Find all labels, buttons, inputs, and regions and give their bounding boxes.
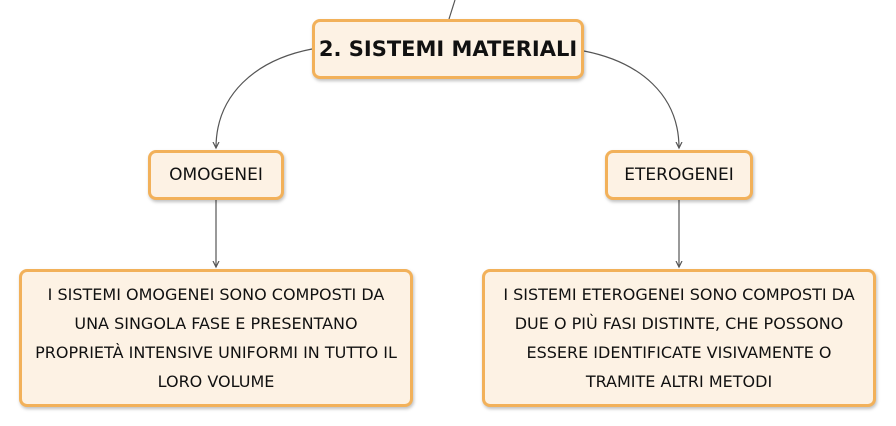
eterogenei-description-text: I SISTEMI ETEROGENEI SONO COMPOSTI DA DU… <box>503 285 855 391</box>
root-node-label: 2. SISTEMI MATERIALI <box>318 37 578 61</box>
omogenei-description-text: I SISTEMI OMOGENEI SONO COMPOSTI DA UNA … <box>35 285 397 391</box>
node-omogenei-label: OMOGENEI <box>169 165 263 185</box>
node-omogenei-description[interactable]: I SISTEMI OMOGENEI SONO COMPOSTI DA UNA … <box>19 269 413 407</box>
node-omogenei[interactable]: OMOGENEI <box>148 150 284 200</box>
node-eterogenei-label: ETEROGENEI <box>624 165 734 185</box>
connector-root-to-eterogenei <box>583 50 679 148</box>
root-node-sistemi-materiali[interactable]: 2. SISTEMI MATERIALI <box>312 19 584 79</box>
connector-root-to-omogenei <box>216 48 313 148</box>
node-eterogenei[interactable]: ETEROGENEI <box>605 150 753 200</box>
node-eterogenei-description[interactable]: I SISTEMI ETEROGENEI SONO COMPOSTI DA DU… <box>482 269 876 407</box>
connector-parent-to-root <box>448 0 456 20</box>
